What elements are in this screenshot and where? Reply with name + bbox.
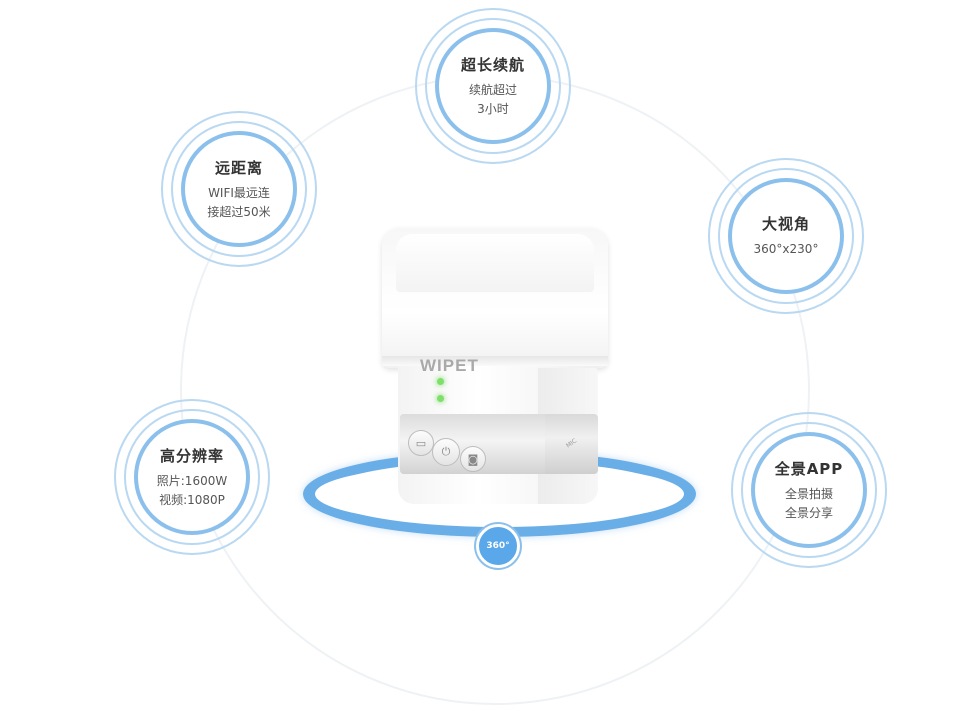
brand-logo: WIPET <box>420 356 479 375</box>
feature-line: 续航超过 <box>468 82 517 97</box>
feature-line: 全景分享 <box>784 505 833 520</box>
video-icon: ▭ <box>415 436 427 450</box>
feature-line: 照片:1600W <box>156 473 228 488</box>
feature-line: 全景拍摄 <box>784 486 833 501</box>
status-led-icon <box>437 378 444 385</box>
camera-device: WIPET ▭ ⏻ ◙ MIC <box>380 228 610 518</box>
device-top <box>382 228 608 368</box>
feature-badge-view-angle: 大视角 360°x230° <box>708 158 864 314</box>
video-button[interactable]: ▭ <box>408 430 434 456</box>
rotation-degree-badge: 360° <box>476 524 520 568</box>
feature-title: 高分辨率 <box>159 446 224 465</box>
status-led-icon <box>437 395 444 402</box>
feature-title: 远距离 <box>214 158 263 177</box>
power-button[interactable]: ⏻ <box>432 438 460 466</box>
feature-title: 超长续航 <box>460 55 525 74</box>
camera-button[interactable]: ◙ <box>460 446 486 472</box>
feature-line: 接超过50米 <box>207 204 271 219</box>
feature-title: 大视角 <box>761 215 810 233</box>
feature-line: 360°x230° <box>753 242 819 256</box>
feature-line: WIFI最远连 <box>208 185 270 200</box>
power-icon: ⏻ <box>441 445 451 458</box>
feature-badge-battery: 超长续航 续航超过 3小时 <box>415 8 571 164</box>
feature-badge-range: 远距离 WIFI最远连 接超过50米 <box>161 111 317 267</box>
device-lid-seam <box>382 356 608 366</box>
camera-icon: ◙ <box>467 452 479 466</box>
feature-title: 全景APP <box>774 459 844 478</box>
feature-line: 视频:1080P <box>159 492 225 507</box>
feature-line: 3小时 <box>477 101 509 116</box>
feature-badge-resolution: 高分辨率 照片:1600W 视频:1080P <box>114 399 270 555</box>
feature-badge-app: 全景APP 全景拍摄 全景分享 <box>731 412 887 568</box>
rotation-degree-label: 360° <box>486 541 510 551</box>
device-top-face <box>396 234 594 292</box>
